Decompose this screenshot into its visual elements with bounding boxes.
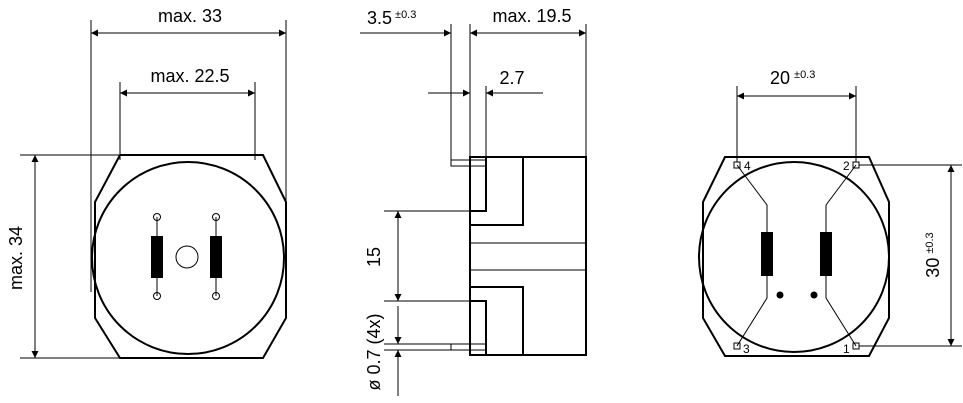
pin-spacing-label: 15 (364, 247, 384, 267)
pin-label-2: 2 (843, 159, 850, 173)
bottom-view: 4 2 3 1 20±0.3 30±0.3 (698, 68, 962, 357)
front-body-outline (94, 154, 287, 359)
dim-pin-length: 2.7 (428, 68, 543, 160)
right-trace (825, 164, 857, 347)
side-bottom-flange (470, 286, 524, 356)
bottom-right-coil (820, 232, 832, 276)
dim-pin-spacing: 15 (364, 210, 470, 302)
pin-span-label: max. 22.5 (150, 66, 229, 86)
pad-3 (733, 342, 741, 350)
center-hole (175, 245, 199, 269)
pitch-y-label: 30±0.3 (923, 232, 943, 277)
left-trace (736, 164, 768, 347)
dim-standoff: 3.5±0.3 (360, 8, 471, 165)
right-coil (210, 213, 222, 300)
front-body-circle (91, 161, 285, 355)
side-view: 3.5±0.3 max. 19.5 2.7 15 ø 0 (360, 6, 587, 396)
dim-height: max. 34 (6, 154, 120, 359)
side-top-flange (470, 156, 524, 226)
pin-length-label: 2.7 (499, 68, 524, 88)
pin-label-4: 4 (744, 159, 751, 173)
pitch-x-label: 20±0.3 (770, 68, 815, 88)
dim-pitch-x: 20±0.3 (736, 68, 857, 162)
bottom-dot-right (810, 291, 818, 299)
bottom-dot-left (776, 291, 784, 299)
bottom-body-circle (698, 161, 890, 353)
depth-label: max. 19.5 (492, 6, 571, 26)
dim-pin-span: max. 22.5 (119, 66, 256, 160)
bottom-body-outline (702, 156, 890, 357)
pin-diameter-label: ø 0.7 (4x) (364, 313, 384, 390)
standoff-label: 3.5±0.3 (367, 8, 416, 28)
side-top-pin (450, 159, 487, 167)
dim-pitch-y: 30±0.3 (859, 164, 962, 347)
dim-width: max. 33 (90, 6, 287, 292)
side-body (469, 156, 587, 356)
width-label: max. 33 (158, 6, 222, 26)
bottom-left-coil (761, 232, 773, 276)
left-coil (151, 213, 163, 300)
pin-label-1: 1 (843, 342, 850, 356)
dim-depth: max. 19.5 (470, 6, 587, 160)
dim-pin-diameter: ø 0.7 (4x) (364, 306, 451, 396)
front-view: max. 33 max. 22.5 max. 34 (6, 6, 287, 359)
height-label: max. 34 (6, 226, 26, 290)
pin-label-3: 3 (743, 342, 750, 356)
side-bottom-pin (450, 343, 487, 351)
